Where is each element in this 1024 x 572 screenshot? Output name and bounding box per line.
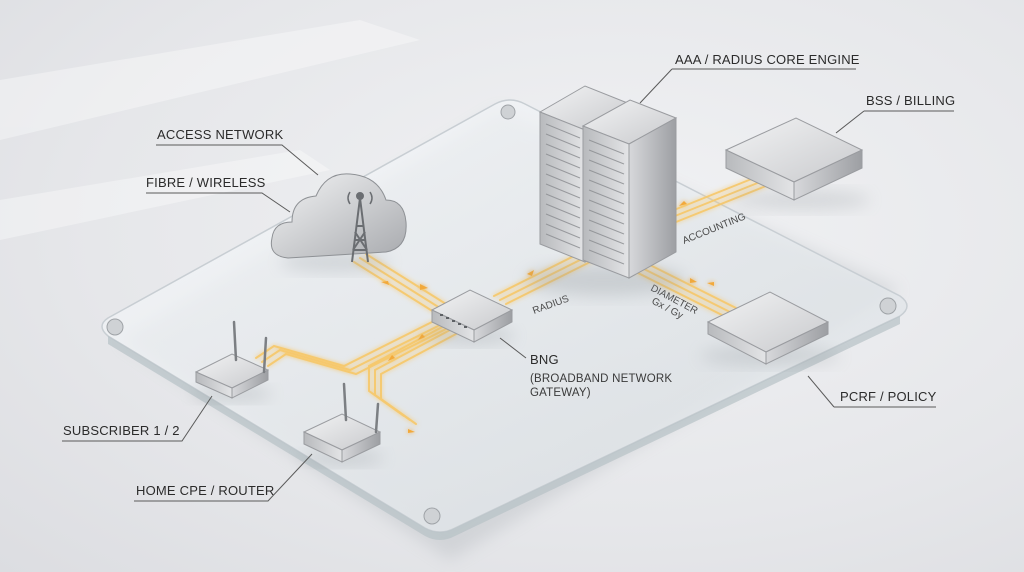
leader-lines [62, 68, 954, 502]
pcrf-policy-label: PCRF / POLICY [840, 389, 937, 404]
fibre-wireless-label: FIBRE / WIRELESS [146, 175, 266, 190]
bss-billing-server-icon [724, 117, 870, 210]
bng-description-line2: GATEWAY) [530, 387, 591, 399]
aaa-server-rack-icon [525, 85, 685, 296]
home-cpe-router-label: HOME CPE / ROUTER [136, 483, 275, 498]
bng-switch-icon [425, 289, 515, 344]
access-cloud-icon [270, 173, 407, 272]
subscriber-router-1-icon [192, 320, 272, 401]
aaa-radius-label: AAA / RADIUS CORE ENGINE [675, 52, 860, 67]
bss-billing-label: BSS / BILLING [866, 93, 956, 108]
radio-tower-icon [347, 191, 373, 263]
subscriber-label: SUBSCRIBER 1 / 2 [63, 423, 180, 438]
subscriber-router-2-icon [300, 382, 384, 465]
background-light-streaks [0, 20, 420, 240]
pcrf-policy-server-icon [700, 291, 840, 366]
bng-description-line1: (BROADBAND NETWORK [530, 373, 673, 385]
bng-label: BNG [530, 352, 559, 367]
access-network-label: ACCESS NETWORK [157, 127, 284, 142]
